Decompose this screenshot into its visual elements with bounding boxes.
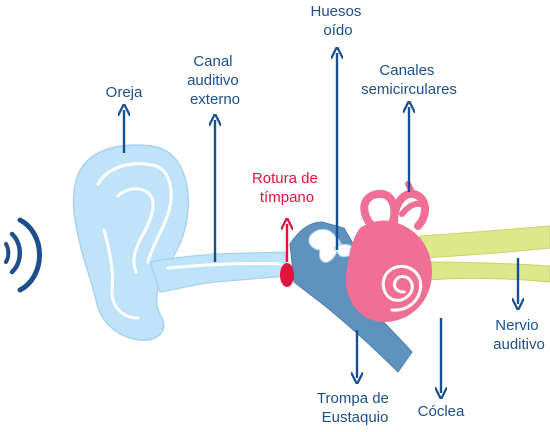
label-coclea: Cóclea — [418, 403, 465, 420]
cochlea-spiral — [381, 264, 423, 312]
label-canales-semicirculares: Canales semicirculares — [361, 62, 457, 98]
outer-ear — [72, 144, 189, 341]
label-canal-auditivo-externo: Canal auditivo externo — [187, 53, 243, 108]
label-arrows — [124, 53, 518, 393]
label-oreja: Oreja — [106, 84, 143, 101]
label-trompa-eustaquio: Trompa de Eustaquio — [317, 390, 393, 426]
canal-highlight — [166, 262, 284, 270]
semicircular-canals — [360, 189, 429, 230]
ruptured-eardrum — [280, 263, 294, 287]
inner-ear — [345, 181, 432, 322]
external-auditory-canal — [149, 251, 289, 293]
label-huesos-oido: Huesos oído — [310, 3, 365, 39]
auditory-nerve — [419, 225, 550, 283]
sound-waves-icon — [4, 217, 43, 293]
label-nervio-auditivo: Nervio auditivo — [493, 317, 545, 353]
label-rotura-timpano: Rotura de tímpano — [252, 170, 322, 206]
